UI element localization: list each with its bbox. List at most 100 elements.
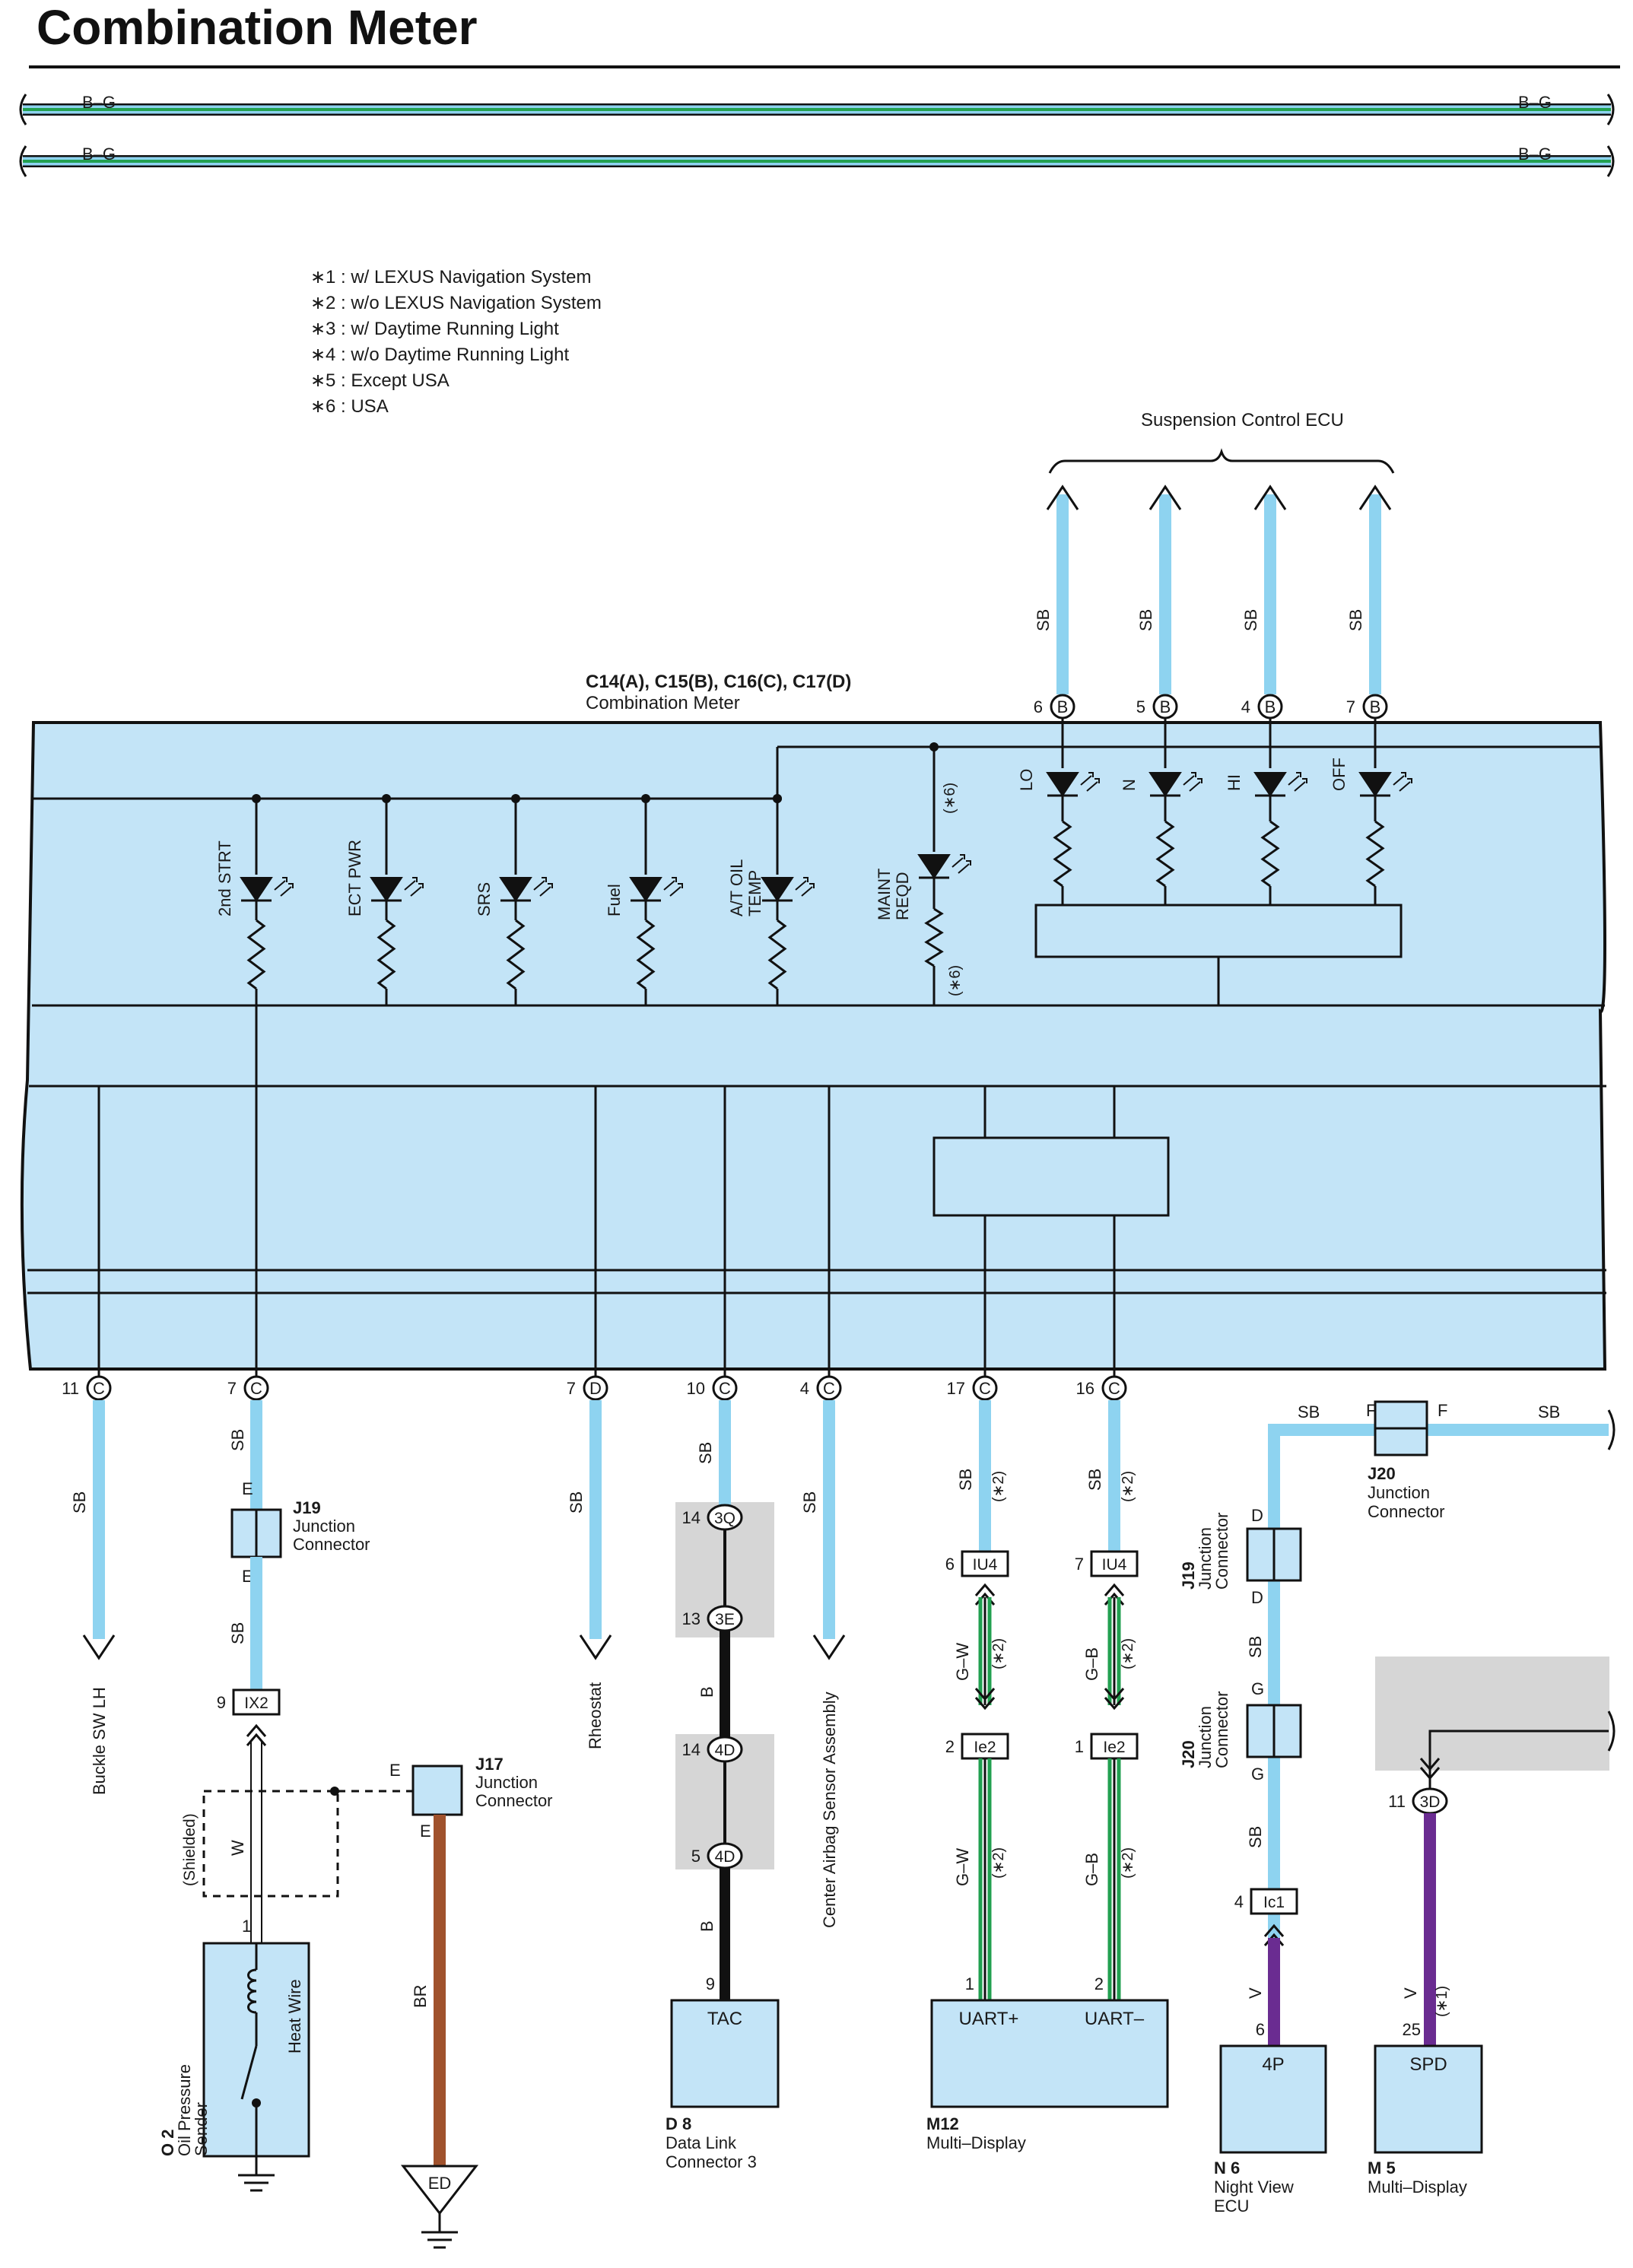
susp-lamp-label-2: HI: [1225, 774, 1244, 791]
interface-box: [932, 1136, 1170, 1217]
airbag-wire-label: SB: [800, 1491, 819, 1514]
spd-note: (∗1): [1434, 1986, 1450, 2017]
ecu-pin-2-conn: B: [1265, 697, 1276, 716]
meter-name: Combination Meter: [586, 693, 740, 713]
uart-iu4-0-box: [961, 1550, 1009, 1577]
buckle-dest-label: Buckle SW LH: [90, 1687, 109, 1795]
night-name-1: Night View: [1214, 2177, 1294, 2197]
uart-iu4-1-pin: 7: [1075, 1555, 1084, 1574]
ecu-pin-1-conn: B: [1160, 697, 1171, 716]
uart-sb-label-1: SB: [1085, 1469, 1104, 1491]
ecu-wire-color-2: SB: [1241, 609, 1260, 631]
oil-j17-name-1: Junction: [475, 1773, 538, 1792]
buckle-wire-label: SB: [70, 1491, 89, 1514]
indicator-led-4: [761, 877, 794, 902]
uart-iu4-1-box: [1090, 1550, 1139, 1577]
indicator-led-0-rays: [274, 880, 292, 897]
indicator-led-1-ray-tips: [412, 877, 424, 888]
suspension-control-ecu: Suspension Control ECU: [1048, 410, 1395, 474]
night-ecu-pin: 6: [1256, 2020, 1265, 2039]
meter-bottom-pin-3-conn: C: [719, 1379, 731, 1398]
indicator-label-4-b: TEMP: [745, 870, 764, 916]
ecu-pin-3-conn: B: [1370, 697, 1381, 716]
oil-shield-wire-label: W: [228, 1840, 247, 1856]
uart-ie2-1-box: [1090, 1733, 1139, 1760]
maint-led-ray-tips: [960, 854, 971, 866]
susp-lamp-label-3: OFF: [1330, 758, 1349, 791]
indicator-label-1: ECT PWR: [345, 840, 364, 916]
susp-lamp-led-3-ray-tips: [1401, 772, 1412, 783]
susp-lamp-led-2-ray-tips: [1296, 772, 1307, 783]
susp-lamp-resistor-2: [1260, 820, 1280, 888]
oil-ground-label: ED: [428, 2174, 452, 2193]
night-j20-code: J20: [1179, 1740, 1198, 1768]
buckle-arrow: [82, 1634, 116, 1660]
susp-lamp-resistor-0: [1053, 820, 1072, 888]
uart-ie2-1-label: Ie2: [1103, 1739, 1125, 1756]
meter-bottom-pin-3-circle: [712, 1375, 738, 1401]
spd-name: Multi–Display: [1368, 2177, 1467, 2197]
oil-j17-pin-bot: E: [420, 1822, 431, 1841]
legend-item-3: 3 : w/ Daytime Running Light: [326, 319, 559, 339]
top-wire-2-right-label: B–G: [1518, 145, 1552, 164]
maint-note-2: (∗6): [947, 965, 964, 996]
ecu-arrow-3: [1358, 484, 1392, 510]
oil-ix2-box: [232, 1688, 281, 1716]
indicator-label-0: 2nd STRT: [215, 840, 234, 916]
oil-ix2-chevron: [246, 1723, 267, 1737]
maint-label-a: MAINT: [875, 869, 894, 920]
uart-iu4-0-pin: 6: [945, 1555, 955, 1574]
oil-ix2-label: IX2: [244, 1695, 268, 1712]
oil-ground-ed: [400, 2165, 479, 2216]
susp-lamp-led-2-rays: [1288, 775, 1306, 792]
uart-ie2-chev-0-2: [974, 1688, 996, 1701]
rheostat-wire-label: SB: [567, 1491, 586, 1514]
night-j20top-pin-l: F: [1366, 1401, 1376, 1420]
rheostat-arrow: [579, 1634, 612, 1660]
night-ic1-box: [1250, 1888, 1298, 1915]
indicator-led-3-ray-tips: [672, 877, 683, 888]
uart-note-top-0: (∗2): [990, 1471, 1007, 1502]
uart-note-bot-1: (∗2): [1120, 1847, 1136, 1879]
indicator-led-1: [370, 877, 403, 902]
night-name-2: ECU: [1214, 2197, 1249, 2216]
uart-ie2-0-box: [961, 1733, 1009, 1760]
spd-box-pin: 25: [1403, 2020, 1421, 2039]
spd-box: [1374, 2044, 1483, 2154]
meter-bottom-pin-0-circle: [86, 1375, 112, 1401]
uart-iu4-1-label: IU4: [1102, 1556, 1127, 1574]
night-ic1-label: Ic1: [1263, 1894, 1285, 1911]
uart-iu4-0-label: IU4: [973, 1556, 998, 1574]
uart-box-label-minus: UART–: [1085, 2009, 1145, 2029]
night-j20top-name-2: Connector: [1368, 1502, 1445, 1521]
tac-3q-label: 3Q: [714, 1510, 735, 1527]
maint-label-b: REQD: [893, 872, 912, 920]
spd-v-label: V: [1401, 1987, 1420, 1999]
night-j20-pin-bot: G: [1251, 1765, 1264, 1784]
oil-shield-junction: [330, 1787, 339, 1796]
tac-3e-pin: 13: [682, 1609, 701, 1628]
night-wire-break: [1607, 1409, 1616, 1450]
tac-4d-b-pin: 5: [691, 1847, 701, 1866]
ecu-pin-1-pin: 5: [1136, 697, 1145, 716]
oil-ix2-pin: 9: [217, 1693, 226, 1712]
susp-driver-block: [1034, 904, 1403, 958]
susp-lamp-led-0-rays: [1080, 775, 1098, 792]
tac-code: D 8: [666, 2114, 691, 2133]
ecu-arrow-0: [1046, 484, 1079, 510]
indicator-led-3: [629, 877, 662, 902]
indicator-resistor-1: [376, 919, 396, 990]
uart-iu4-chev-1: [1104, 1583, 1125, 1596]
uart-note-mid-0: (∗2): [990, 1638, 1007, 1669]
night-j20top-name-1: Junction: [1368, 1483, 1430, 1502]
legend-item-6: 6 : USA: [326, 396, 389, 417]
maint-resistor: [924, 907, 944, 967]
ecu-pin-3-pin: 7: [1346, 697, 1355, 716]
night-ic1-chev: [1263, 1923, 1285, 1937]
meter-bottom-pin-6-pin: 16: [1076, 1379, 1094, 1398]
meter-bottom-pin-6-circle: [1101, 1375, 1127, 1401]
tac-wire-b1-label: B: [697, 1686, 716, 1698]
uart-code: M12: [926, 2114, 959, 2133]
meter-bottom-pin-5-circle: [972, 1375, 998, 1401]
